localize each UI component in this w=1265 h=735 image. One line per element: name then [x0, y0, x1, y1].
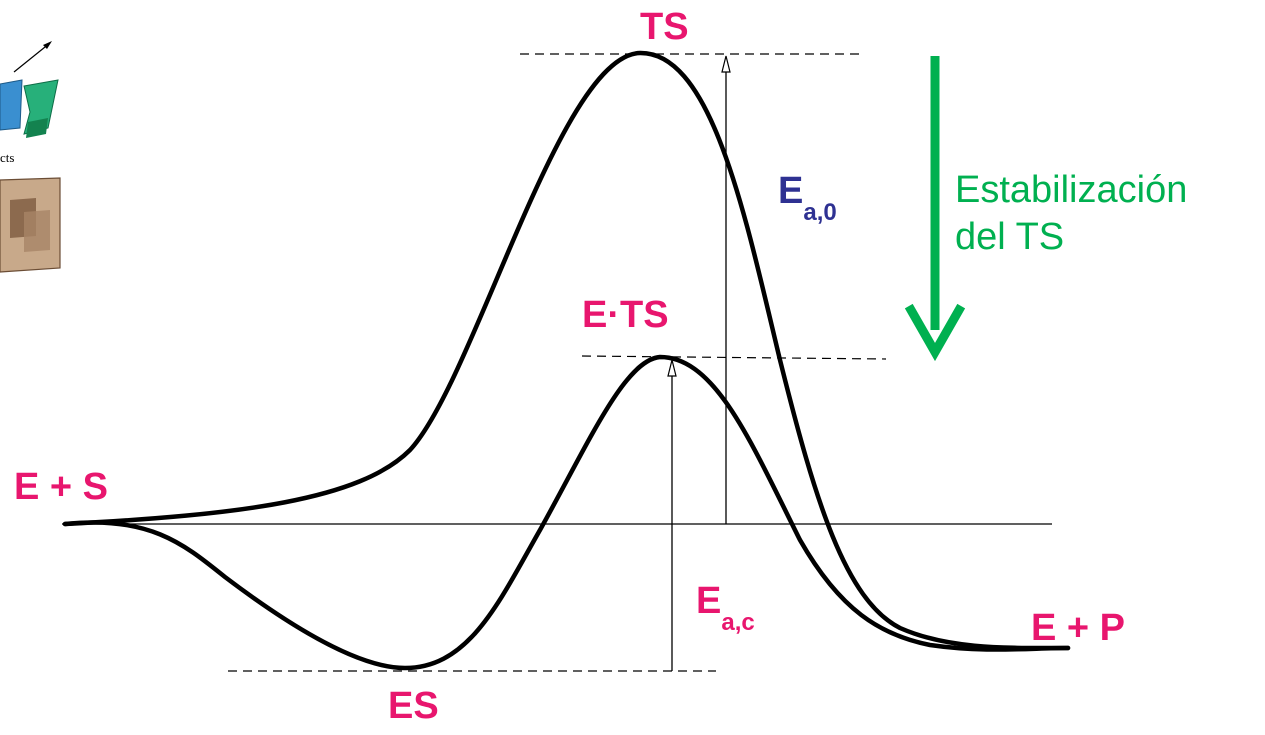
- uncatalyzed-curve: [65, 53, 1068, 648]
- uncatalyzed-barrier-arrowhead: [722, 56, 730, 72]
- catalyzed-barrier-label: Ea,c: [696, 580, 755, 636]
- ets-level-dashed: [582, 356, 886, 359]
- uncatalyzed-barrier-label: Ea,0: [778, 170, 837, 226]
- reaction-arrow-icon: [14, 43, 50, 72]
- catalyzed-barrier-arrowhead: [668, 360, 676, 376]
- ts-label: TS: [640, 6, 689, 48]
- blue-product-piece: [0, 80, 22, 130]
- enzyme-pocket-shadow: [24, 210, 50, 252]
- stabilization-arrow: [911, 56, 959, 352]
- figure-snippet-text: cts: [0, 150, 14, 165]
- stabilization-note-line1: Estabilización: [955, 169, 1187, 211]
- reactants-label: E + S: [14, 466, 108, 508]
- figure-snippet: cts: [0, 41, 60, 272]
- product-molecules-icon: [0, 80, 58, 138]
- stabilization-note-line2: del TS: [955, 216, 1064, 258]
- enzyme-pocket-icon: [0, 178, 60, 272]
- products-label: E + P: [1031, 607, 1125, 649]
- ets-label: E·TS: [582, 294, 669, 336]
- es-complex-label: ES: [388, 685, 439, 727]
